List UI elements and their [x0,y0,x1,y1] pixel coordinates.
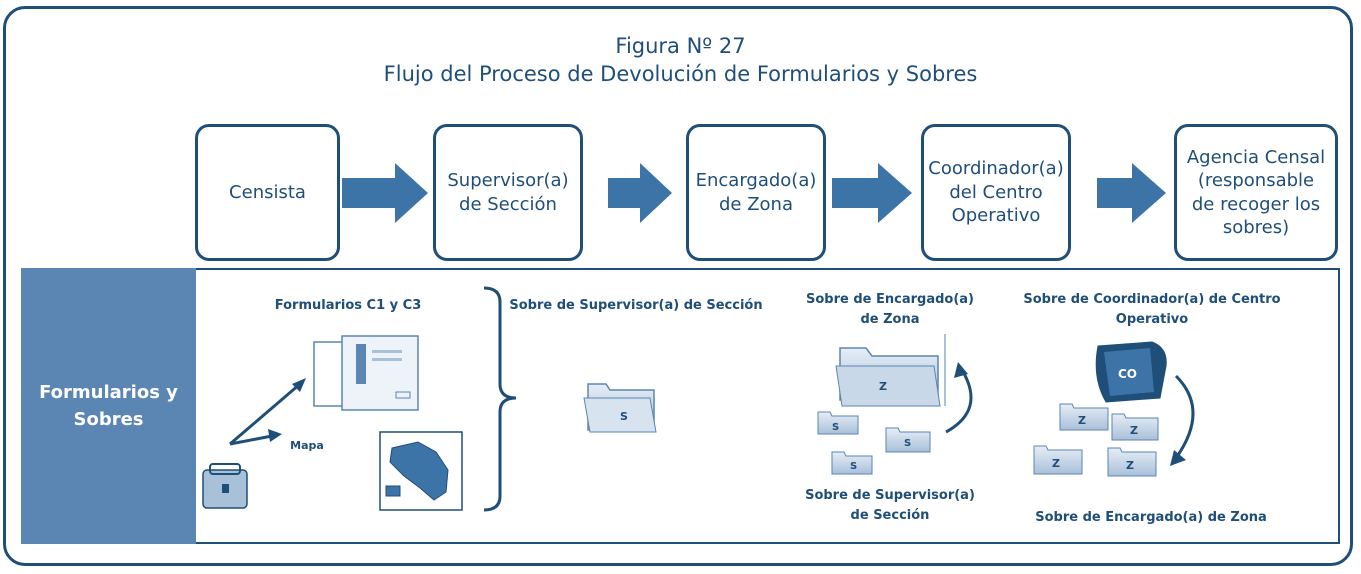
small-s-folders: S S S [817,411,931,475]
figure-frame [3,6,1353,566]
folder-s-letter: S [620,410,628,423]
label-sobre-supervisor: Sobre de Supervisor(a) de Sección [509,298,763,313]
bag-arrows [229,378,306,446]
flow-arrow-2 [608,163,672,223]
small-s-folder-2: S [885,427,931,453]
small-z-folder-1: Z [1059,403,1109,431]
folder-co-icon: CO [1095,341,1167,403]
label-sobre-coordinador: Sobre de Coordinador(a) de Centro Operat… [1023,292,1281,328]
label-formularios: Formularios C1 y C3 [274,298,422,313]
svg-text:Z: Z [1052,457,1060,470]
flow-arrow-4 [1097,163,1166,223]
svg-text:Z: Z [1078,414,1086,427]
flow-arrow-1 [342,163,428,223]
flow-box-censista: Censista [195,124,340,261]
figure-title: Flujo del Proceso de Devolución de Formu… [383,62,978,86]
folder-co-letters: CO [1118,367,1137,381]
curved-arrow-encargado [945,362,973,434]
label-sobre-supervisor-bottom: Sobre de Supervisor(a) de Sección [805,488,975,524]
panel-side-label: Formularios y Sobres [21,268,196,544]
svg-text:Z: Z [1126,459,1134,472]
forms-icon [313,335,419,411]
svg-text:S: S [850,461,857,472]
flow-box-coordinador: Coordinador(a) del Centro Operativo [921,124,1071,261]
label-mapa: Mapa [290,439,324,452]
label-sobre-encargado-top: Sobre de Encargado(a) de Zona [806,292,974,328]
folder-z-letter: Z [879,380,887,393]
flow-box-supervisor: Supervisor(a) de Sección [433,124,583,261]
flow-box-agencia: Agencia Censal (responsable de recoger l… [1174,124,1338,261]
small-s-folder-1: S [817,411,859,435]
map-icon [379,431,463,511]
figure-number: Figura Nº 27 [615,34,746,58]
curved-arrow-coordinador [1170,374,1195,466]
bag-icon [202,463,248,509]
small-z-folder-2: Z [1111,413,1159,441]
folder-z-open-icon: Z [835,334,946,407]
svg-text:Z: Z [1130,424,1138,437]
svg-text:S: S [832,422,839,433]
flow-arrow-3 [832,163,912,223]
flow-box-encargado: Encargado(a) de Zona [686,124,826,261]
small-s-folder-3: S [831,451,873,475]
bracket [483,286,517,512]
small-z-folder-4: Z [1107,447,1157,477]
flow-arrows [342,163,1166,223]
small-z-folders: Z Z Z Z [1033,403,1159,477]
small-z-folder-3: Z [1033,445,1083,475]
label-sobre-encargado-bottom: Sobre de Encargado(a) de Zona [1035,510,1267,525]
svg-text:S: S [904,438,911,449]
folder-s-icon: S [583,383,657,433]
